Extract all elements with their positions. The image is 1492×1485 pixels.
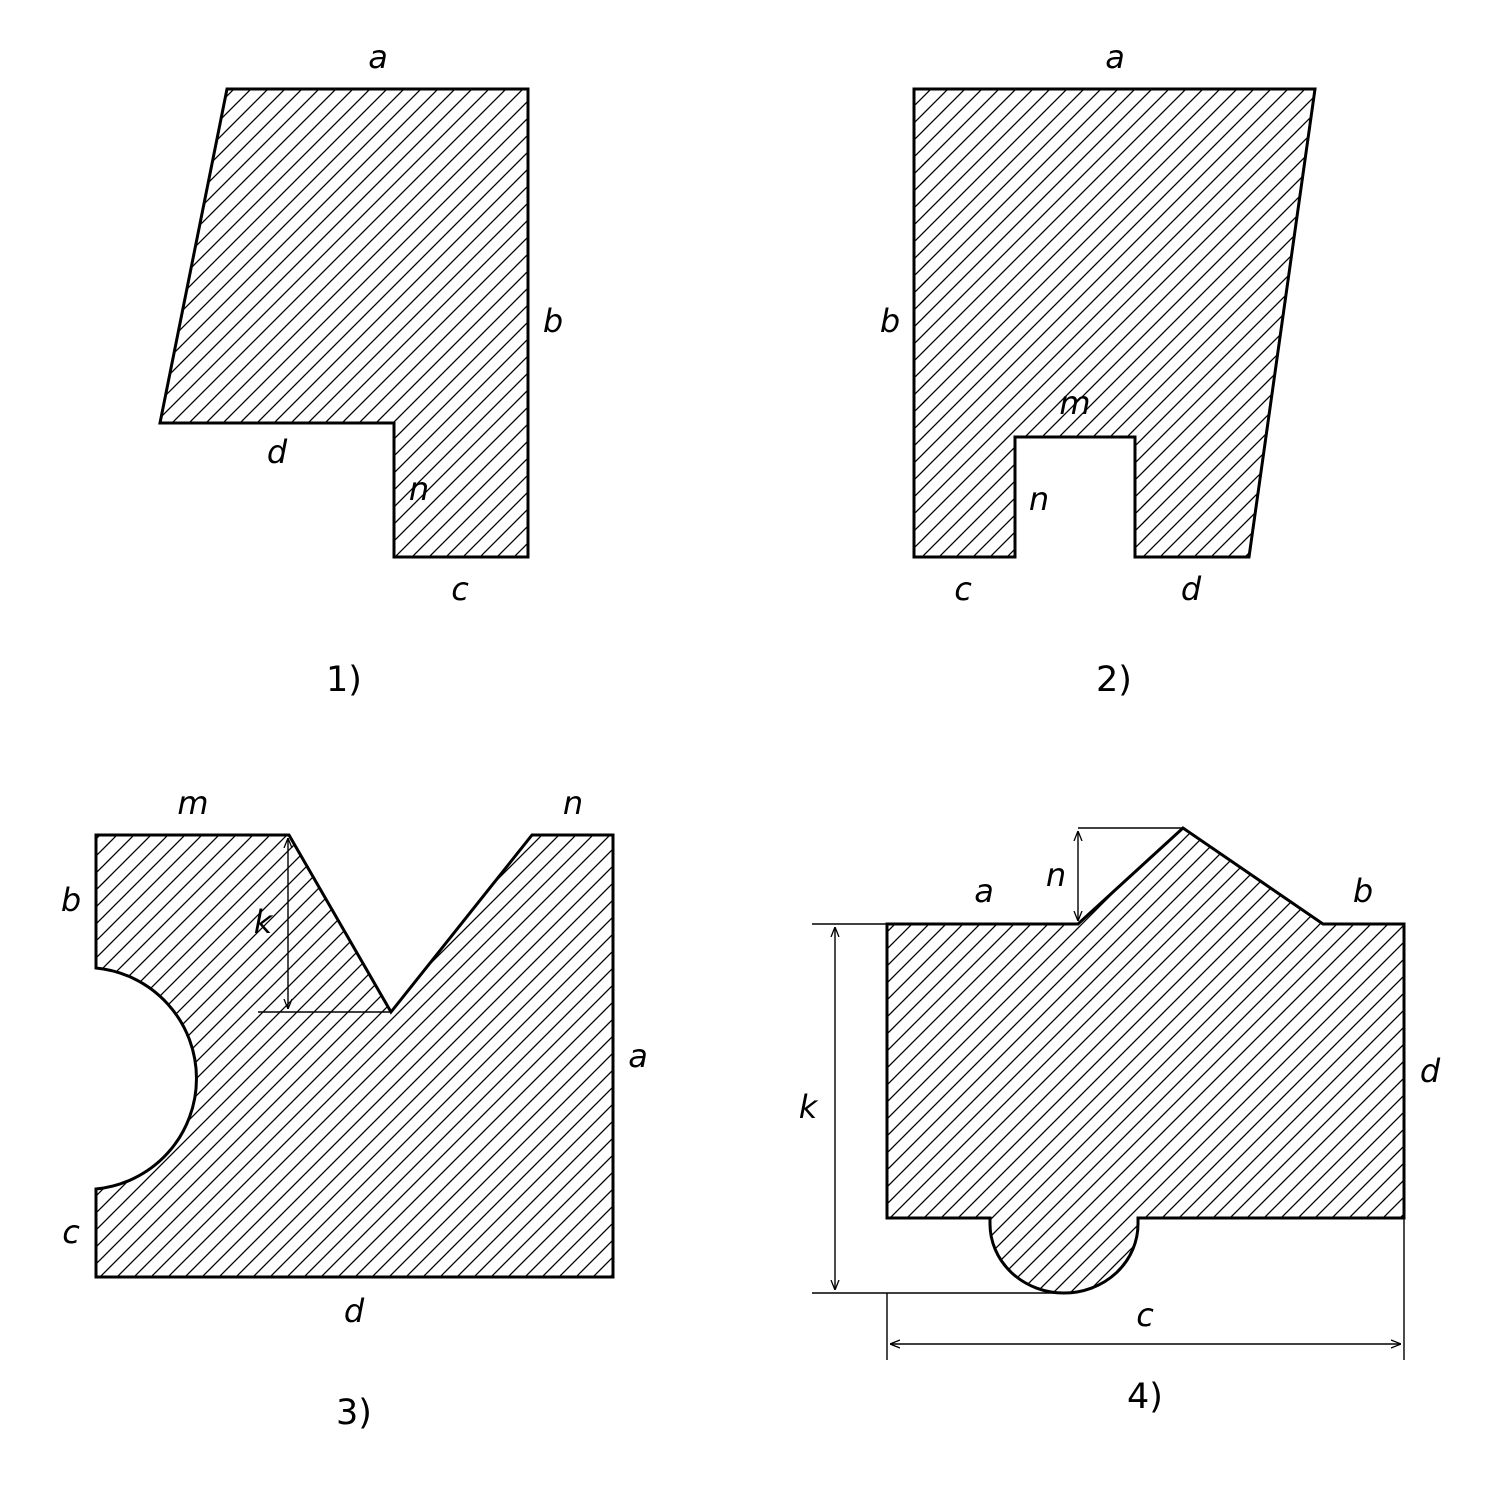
figure-2-label-b: b (880, 302, 900, 340)
figure-1-label-a: a (368, 38, 388, 76)
figure-2-label-m: m (1059, 384, 1090, 422)
figure-3-label-d: d (344, 1292, 365, 1330)
figure-2-label-d: d (1181, 570, 1202, 608)
figure-3-label-b: b (61, 881, 81, 919)
figure-4-label-n: n (1046, 856, 1066, 894)
figure-3-label-m: m (177, 784, 208, 822)
figure-3: m n b k a c d 3) (61, 784, 648, 1433)
figure-1-label-d: d (267, 433, 288, 471)
figure-3-label-n: n (563, 784, 583, 822)
figure-2-label-a: a (1105, 38, 1125, 76)
figure-3-label-k: k (254, 903, 274, 941)
figure-4-label-b: b (1353, 872, 1373, 910)
figure-2-caption: 2) (1096, 660, 1132, 700)
figure-4-label-a: a (974, 872, 994, 910)
figure-2-label-n: n (1029, 480, 1049, 518)
figure-1-label-n: n (409, 470, 429, 508)
figure-2-label-c: c (954, 570, 972, 608)
figure-3-caption: 3) (336, 1393, 372, 1433)
figure-1-hatched-shape (158, 87, 530, 559)
figure-4-label-c: c (1136, 1296, 1154, 1334)
figure-2-hatched-shape (912, 87, 1317, 559)
figure-4-caption: 4) (1127, 1377, 1163, 1417)
figure-4-hatched-shape (885, 826, 1406, 1295)
figure-4-label-k: k (799, 1088, 819, 1126)
figure-1-caption: 1) (326, 660, 362, 700)
figure-1: a b d n c 1) (158, 38, 563, 700)
figure-3-label-a: a (628, 1037, 648, 1075)
figure-4: a n b k d c 4) (799, 826, 1441, 1417)
figure-4-label-d: d (1420, 1052, 1441, 1090)
figure-2: a b m n c d 2) (880, 38, 1317, 700)
figure-1-label-c: c (451, 570, 469, 608)
figure-3-hatched-shape (94, 833, 615, 1279)
figure-3-label-c: c (62, 1213, 80, 1251)
figure-1-label-b: b (543, 302, 563, 340)
